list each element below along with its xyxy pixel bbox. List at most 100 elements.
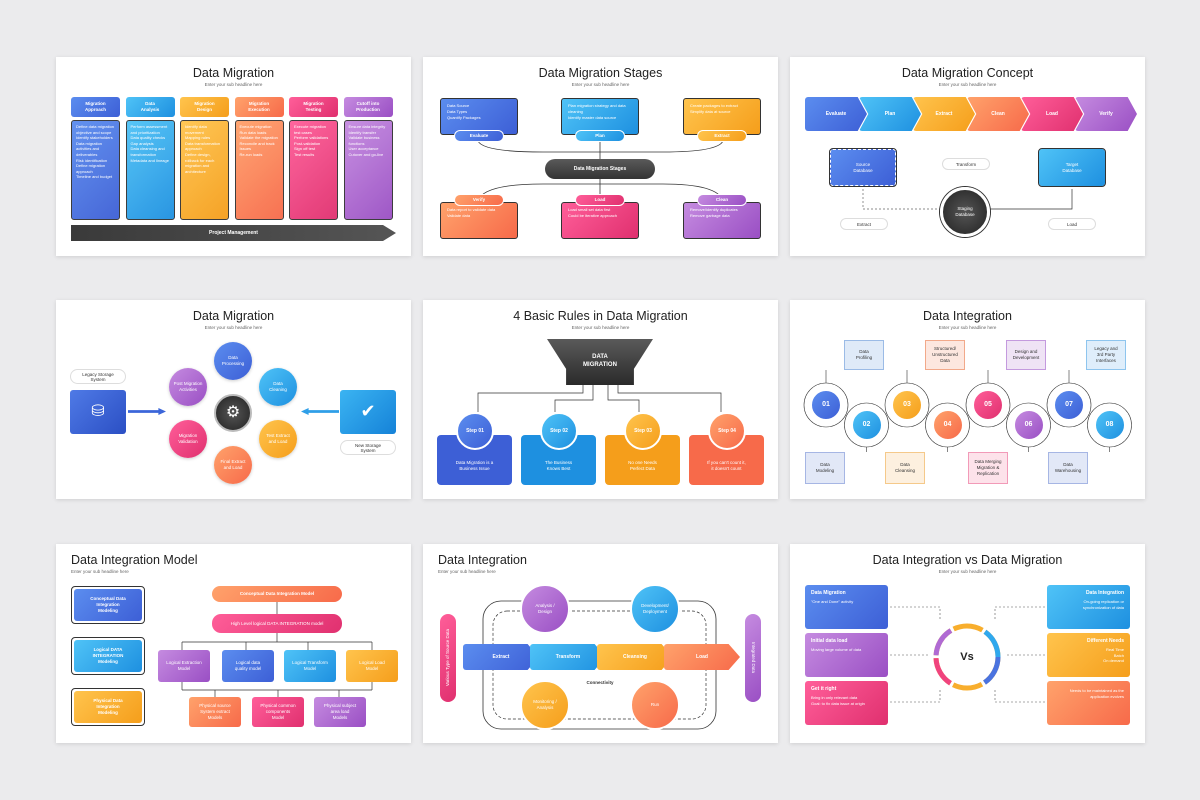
rule-step-circle: Step 03 [624, 412, 662, 450]
phase-header: Cutoff into Production [343, 97, 393, 117]
card-body: "One and Done" activity [811, 599, 854, 604]
stage-item: Could be iterative approach [568, 213, 617, 218]
stage-label: Evaluate [454, 130, 504, 142]
stage-connectors [477, 140, 724, 202]
concept-connectors [862, 189, 1073, 210]
stage-item: Data report to validate data [447, 207, 496, 212]
migration-card: Data Migration"One and Done" activity [805, 585, 888, 629]
slide-title: Data Migration [192, 66, 275, 80]
process-chevron: Load [1021, 97, 1083, 131]
slide-title: Data Migration Concept [901, 66, 1034, 80]
stage-item: Simplify data at source [690, 109, 731, 114]
cycle-outline [482, 600, 717, 730]
slide-data-integration-cycle[interactable]: Data Integration Enter your sub headline… [423, 544, 778, 743]
process-chevron: Clean [967, 97, 1029, 131]
stage-item: Identify master data source [568, 115, 617, 120]
level-box: Physical Data Integration Modeling [74, 691, 142, 723]
phase-body: Define data migration objective and scop… [71, 120, 120, 220]
stage-item: Remove garbage data [690, 213, 730, 218]
rule-text: Data Migration is a Business Issue [455, 460, 494, 471]
rule-text: If you can't count it, it doesn't count [707, 460, 746, 471]
slide-title: 4 Basic Rules in Data Migration [513, 309, 688, 323]
arrow-left-icon [301, 408, 339, 415]
staging-database: Staging Database [940, 187, 990, 237]
slide-subtitle: Enter your sub headline here [438, 569, 496, 574]
phase-body: Identify data movement Mapping rules Dat… [180, 120, 229, 220]
top-label: Legacy and 3rd Party Interfaces [1086, 340, 1126, 370]
source-data-label: Various Type of Source Data [445, 629, 451, 687]
slide-subtitle: Enter your sub headline here [204, 325, 263, 330]
top-label: Conceptual Data Integration Model [239, 591, 315, 597]
vs-label: Vs [960, 650, 974, 663]
level-box: Logical DATA INTEGRATION Modeling [74, 640, 142, 672]
stage-label: Load [575, 194, 625, 206]
vs-connectors [890, 606, 1045, 703]
transform-label: Transform [942, 158, 990, 170]
model-connectors [181, 602, 373, 697]
logical-model: Logical data quality model [222, 650, 274, 682]
slide-data-migration-concept[interactable]: Data Migration Concept Enter your sub he… [790, 57, 1145, 256]
physical-model: Physical source System extract Models [189, 697, 241, 727]
bottom-label: Data Merging Migration & Replication [968, 452, 1008, 484]
slide-four-rules[interactable]: 4 Basic Rules in Data Migration Enter yo… [423, 300, 778, 499]
step-number: 01 [810, 389, 842, 421]
cycle-step: Data Processing [214, 342, 252, 380]
stage-label: Clean [697, 194, 747, 206]
phase-header: Migration Execution [234, 97, 284, 117]
center-label: Data Migration Stages [573, 165, 627, 172]
level-frame [71, 637, 145, 675]
slide-data-migration-cycle[interactable]: Data Migration Enter your sub headline h… [56, 300, 411, 499]
source-label: Source Database [853, 161, 873, 173]
bottom-label: Data Cleansing [885, 452, 925, 484]
high-level-model-box: High Level logical DATA INTEGRATION mode… [212, 614, 342, 633]
slide-subtitle: Enter your sub headline here [571, 325, 630, 330]
phase-circle: Development/ Deployment [630, 584, 680, 634]
rule-step-circle: Step 02 [540, 412, 578, 450]
slide-title: Data Integration [438, 553, 527, 567]
phase-circle: Analysis / Design [520, 584, 570, 634]
integrated-label: Integrated Data [750, 642, 756, 674]
stage-item: Plan migration strategy and data cleanin… [568, 103, 626, 114]
legacy-storage-icon: ⛁ [70, 390, 126, 434]
flow-arrow: Extract [463, 644, 539, 670]
step-number: 04 [931, 409, 964, 441]
slide-title: Data Integration Model [71, 553, 198, 567]
cycle-step: Data Cleaning [259, 368, 298, 406]
stage-item: Data Source [447, 103, 470, 108]
slide-data-migration-stages[interactable]: Data Migration Stages Enter your sub hea… [423, 57, 778, 256]
stages-center: Data Migration Stages [545, 159, 655, 179]
card-heading: Get it right [811, 686, 837, 692]
card-body: On-going replication or synchronization … [1082, 599, 1124, 610]
gear-icon: ⚙ [214, 394, 252, 432]
slide-subtitle: Enter your sub headline here [71, 569, 129, 574]
slide-data-migration-phases[interactable]: Data Migration Enter your sub headline h… [56, 57, 411, 256]
stage-item: Data Types [447, 109, 468, 114]
phase-header: Data Analysis [125, 97, 175, 117]
source-data-bar: Various Type of Source Data [440, 614, 456, 702]
step-number: 02 [850, 409, 883, 441]
stage-item: Create packages to extract [690, 103, 738, 108]
source-database: Source Database [829, 148, 897, 187]
integration-card: Needs to be maintained as the applicatio… [1047, 681, 1130, 725]
phase-body: Execute migration Run data loads Validat… [234, 120, 284, 220]
arrow-right-icon [128, 408, 166, 415]
physical-model: Physical common components Model [252, 697, 304, 727]
new-storage-label: New Storage System [340, 440, 396, 455]
step-number: 05 [972, 389, 1004, 421]
rule-step-circle: Step 04 [708, 412, 746, 450]
card-body: Real Time Batch On demand [1103, 647, 1124, 664]
card-heading: Data Integration [1085, 590, 1124, 596]
slide-data-integration-model[interactable]: Data Integration Model Enter your sub he… [56, 544, 411, 743]
slide-data-integration-steps[interactable]: Data Integration Enter your sub headline… [790, 300, 1145, 499]
top-label: Data Profiling [844, 340, 884, 370]
phase-body: Perform assessment and prioritization Da… [125, 120, 175, 220]
rule-step-circle: Step 01 [456, 412, 494, 450]
slide-integration-vs-migration[interactable]: Data Integration vs Data Migration Enter… [790, 544, 1145, 743]
phase-body: Execute migration test cases Perform val… [289, 120, 338, 220]
new-storage-icon: ✔ [340, 390, 396, 434]
integration-connectors [803, 370, 1132, 452]
